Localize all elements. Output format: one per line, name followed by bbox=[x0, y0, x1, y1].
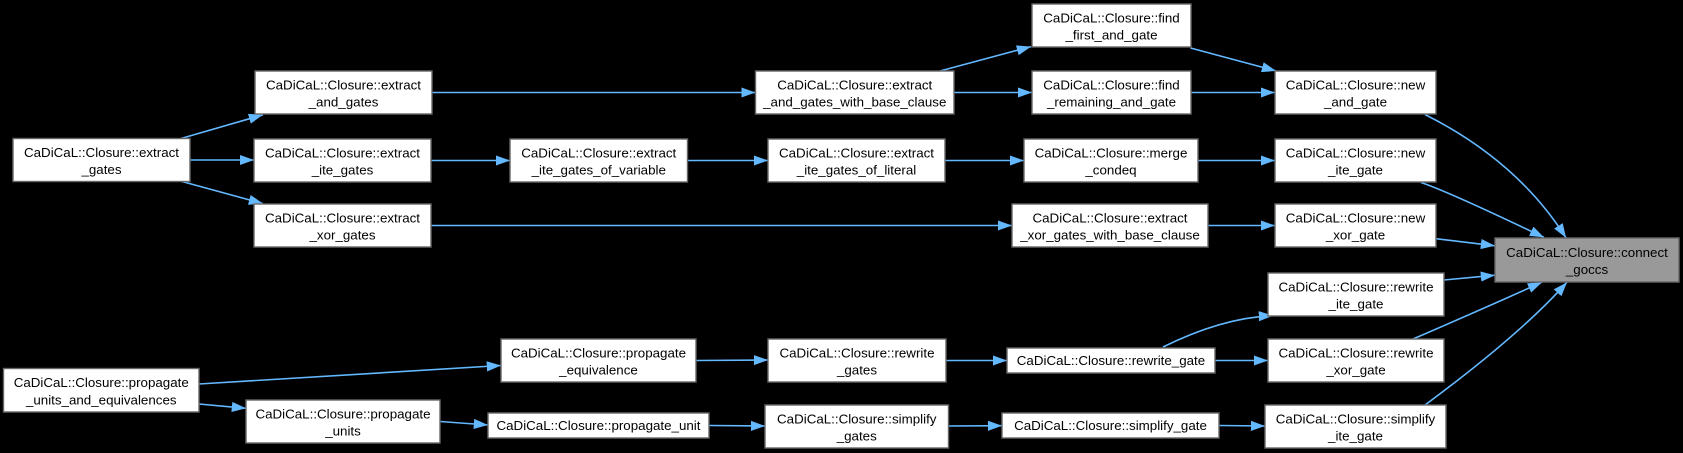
svg-text:CaDiCaL::Closure::extract: CaDiCaL::Closure::extract bbox=[266, 77, 421, 92]
svg-text:_units: _units bbox=[324, 424, 361, 439]
svg-text:CaDiCaL::Closure::new: CaDiCaL::Closure::new bbox=[1286, 145, 1426, 160]
svg-text:CaDiCaL::Closure::simplify: CaDiCaL::Closure::simplify bbox=[777, 411, 937, 426]
svg-text:_gates: _gates bbox=[80, 162, 121, 177]
svg-text:_and_gates: _and_gates bbox=[308, 95, 379, 110]
svg-text:_ite_gate: _ite_gate bbox=[1327, 429, 1383, 444]
svg-text:_first_and_gate: _first_and_gate bbox=[1065, 28, 1158, 43]
svg-text:_gates: _gates bbox=[836, 363, 877, 378]
svg-text:CaDiCaL::Closure::rewrite_gate: CaDiCaL::Closure::rewrite_gate bbox=[1017, 353, 1205, 368]
svg-text:CaDiCaL::Closure::new: CaDiCaL::Closure::new bbox=[1286, 210, 1426, 225]
svg-text:CaDiCaL::Closure::connect: CaDiCaL::Closure::connect bbox=[1506, 245, 1668, 260]
svg-text:CaDiCaL::Closure::rewrite: CaDiCaL::Closure::rewrite bbox=[780, 345, 935, 360]
svg-text:CaDiCaL::Closure::extract: CaDiCaL::Closure::extract bbox=[24, 145, 179, 160]
svg-text:CaDiCaL::Closure::extract: CaDiCaL::Closure::extract bbox=[265, 210, 420, 225]
svg-text:_xor_gate: _xor_gate bbox=[1325, 363, 1385, 378]
svg-text:_condeq: _condeq bbox=[1084, 163, 1136, 178]
svg-text:_equivalence: _equivalence bbox=[558, 363, 638, 378]
svg-text:_ite_gates_of_variable: _ite_gates_of_variable bbox=[531, 163, 666, 178]
svg-text:CaDiCaL::Closure::extract: CaDiCaL::Closure::extract bbox=[521, 145, 676, 160]
svg-text:CaDiCaL::Closure::simplify: CaDiCaL::Closure::simplify bbox=[1276, 411, 1436, 426]
svg-text:CaDiCaL::Closure::new: CaDiCaL::Closure::new bbox=[1286, 77, 1426, 92]
svg-text:_remaining_and_gate: _remaining_and_gate bbox=[1046, 95, 1176, 110]
svg-text:CaDiCaL::Closure::propagate: CaDiCaL::Closure::propagate bbox=[511, 345, 686, 360]
svg-text:_ite_gate: _ite_gate bbox=[1328, 297, 1384, 312]
svg-text:CaDiCaL::Closure::propagate_un: CaDiCaL::Closure::propagate_unit bbox=[497, 418, 701, 433]
svg-text:_goccs: _goccs bbox=[1565, 262, 1609, 277]
svg-text:CaDiCaL::Closure::extract: CaDiCaL::Closure::extract bbox=[265, 145, 420, 160]
svg-text:_xor_gate: _xor_gate bbox=[1325, 228, 1385, 243]
svg-text:CaDiCaL::Closure::find: CaDiCaL::Closure::find bbox=[1043, 77, 1179, 92]
svg-text:CaDiCaL::Closure::propagate: CaDiCaL::Closure::propagate bbox=[14, 375, 189, 390]
svg-text:CaDiCaL::Closure::rewrite: CaDiCaL::Closure::rewrite bbox=[1279, 345, 1434, 360]
svg-text:_xor_gates: _xor_gates bbox=[308, 228, 375, 243]
svg-text:CaDiCaL::Closure::merge: CaDiCaL::Closure::merge bbox=[1035, 145, 1188, 160]
svg-text:_and_gates_with_base_clause: _and_gates_with_base_clause bbox=[762, 95, 946, 110]
svg-text:CaDiCaL::Closure::simplify_gat: CaDiCaL::Closure::simplify_gate bbox=[1014, 418, 1207, 433]
svg-text:CaDiCaL::Closure::extract: CaDiCaL::Closure::extract bbox=[1033, 210, 1188, 225]
svg-text:_xor_gates_with_base_clause: _xor_gates_with_base_clause bbox=[1019, 228, 1200, 243]
svg-text:CaDiCaL::Closure::find: CaDiCaL::Closure::find bbox=[1043, 10, 1179, 25]
svg-text:CaDiCaL::Closure::extract: CaDiCaL::Closure::extract bbox=[777, 77, 932, 92]
svg-text:_units_and_equivalences: _units_and_equivalences bbox=[25, 392, 177, 407]
svg-text:_and_gate: _and_gate bbox=[1323, 95, 1387, 110]
svg-text:CaDiCaL::Closure::propagate: CaDiCaL::Closure::propagate bbox=[255, 406, 430, 421]
svg-text:_ite_gate: _ite_gate bbox=[1327, 163, 1383, 178]
svg-text:_ite_gates_of_literal: _ite_gates_of_literal bbox=[796, 163, 916, 178]
svg-text:CaDiCaL::Closure::rewrite: CaDiCaL::Closure::rewrite bbox=[1279, 279, 1434, 294]
svg-text:_ite_gates: _ite_gates bbox=[311, 163, 374, 178]
svg-text:CaDiCaL::Closure::extract: CaDiCaL::Closure::extract bbox=[779, 145, 934, 160]
svg-text:_gates: _gates bbox=[836, 429, 877, 444]
